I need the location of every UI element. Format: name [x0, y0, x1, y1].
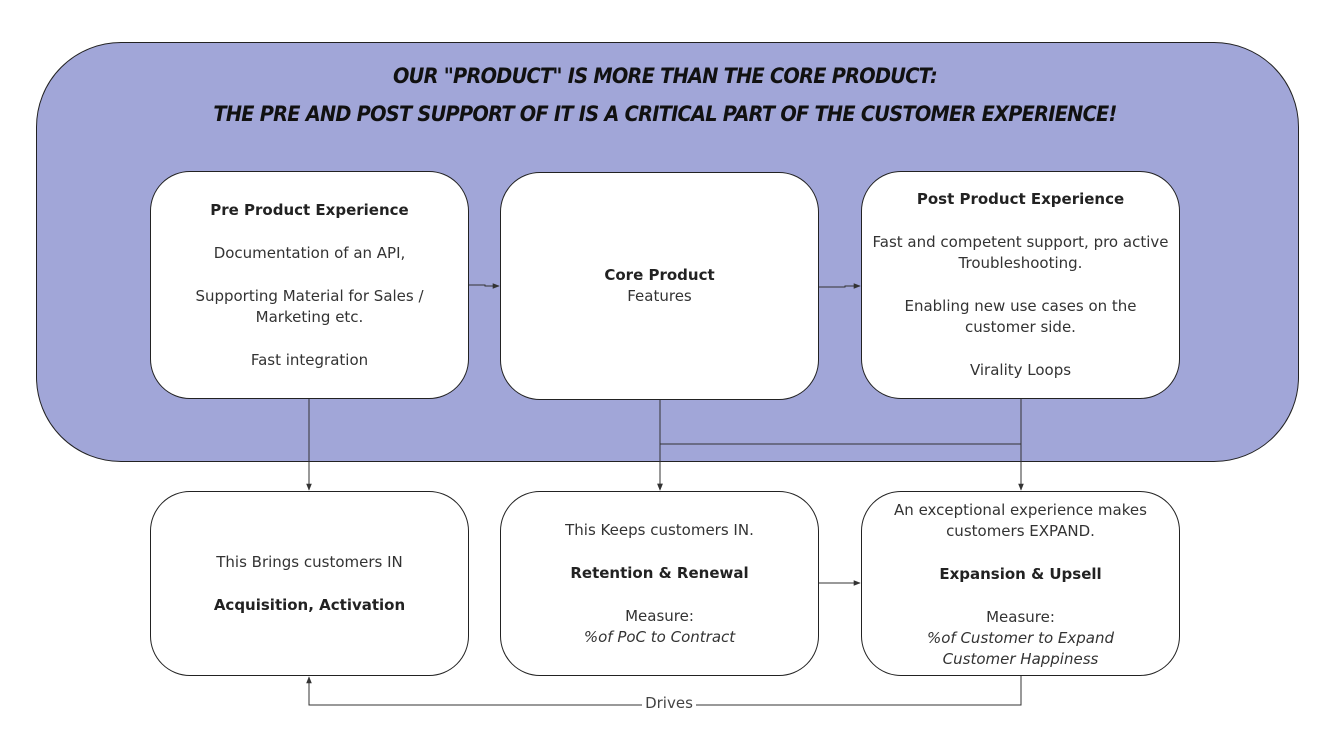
acquisition-title: Acquisition, Activation [213, 595, 406, 614]
expansion-measure-1: %of Customer to Expand [926, 629, 1115, 647]
core-product-box: Core Product Features [500, 172, 819, 400]
expansion-measure-label: Measure: [986, 608, 1055, 626]
arrow-pre-to-core [469, 283, 500, 289]
retention-measure-label: Measure: [625, 606, 694, 625]
acquisition-box: This Brings customers IN Acquisition, Ac… [150, 491, 469, 676]
headline-line-1: Our "Product" is more than the core prod… [392, 64, 938, 88]
core-product-title: Core Product [604, 266, 715, 284]
core-product-line-1: Features [627, 287, 692, 305]
pre-product-title: Pre Product Experience [210, 200, 409, 219]
post-product-line-2: Enabling new use cases on the customer s… [904, 297, 1137, 336]
headline-line-2: The pre and post support of it is a crit… [213, 102, 1117, 126]
post-product-box: Post Product Experience Fast and compete… [861, 171, 1180, 399]
pre-product-line-1: Documentation of an API, [213, 243, 406, 262]
arrow-core-to-post [819, 283, 861, 289]
post-product-line-1: Fast and competent support, pro active T… [872, 233, 1169, 272]
drives-label: Drives [642, 694, 696, 712]
post-product-title: Post Product Experience [916, 190, 1125, 208]
arrow-post-to-retention [657, 399, 1022, 491]
expansion-title: Expansion & Upsell [939, 565, 1102, 583]
retention-line-1: This Keeps customers IN. [565, 520, 754, 539]
pre-product-box: Pre Product Experience Documentation of … [150, 171, 469, 399]
retention-box: This Keeps customers IN. Retention & Ren… [500, 491, 819, 676]
retention-title: Retention & Renewal [570, 563, 749, 582]
acquisition-line-1: This Brings customers IN [216, 552, 403, 571]
pre-product-line-3: Fast integration [250, 350, 369, 369]
post-product-line-3: Virality Loops [969, 361, 1072, 379]
expansion-measure-2: Customer Happiness [942, 650, 1099, 668]
expansion-line-1: An exceptional experience makes customer… [894, 501, 1147, 540]
retention-measure-1: %of PoC to Contract [583, 627, 736, 646]
pre-product-line-2: Supporting Material for Sales / Marketin… [195, 286, 424, 326]
expansion-box: An exceptional experience makes customer… [861, 491, 1180, 676]
